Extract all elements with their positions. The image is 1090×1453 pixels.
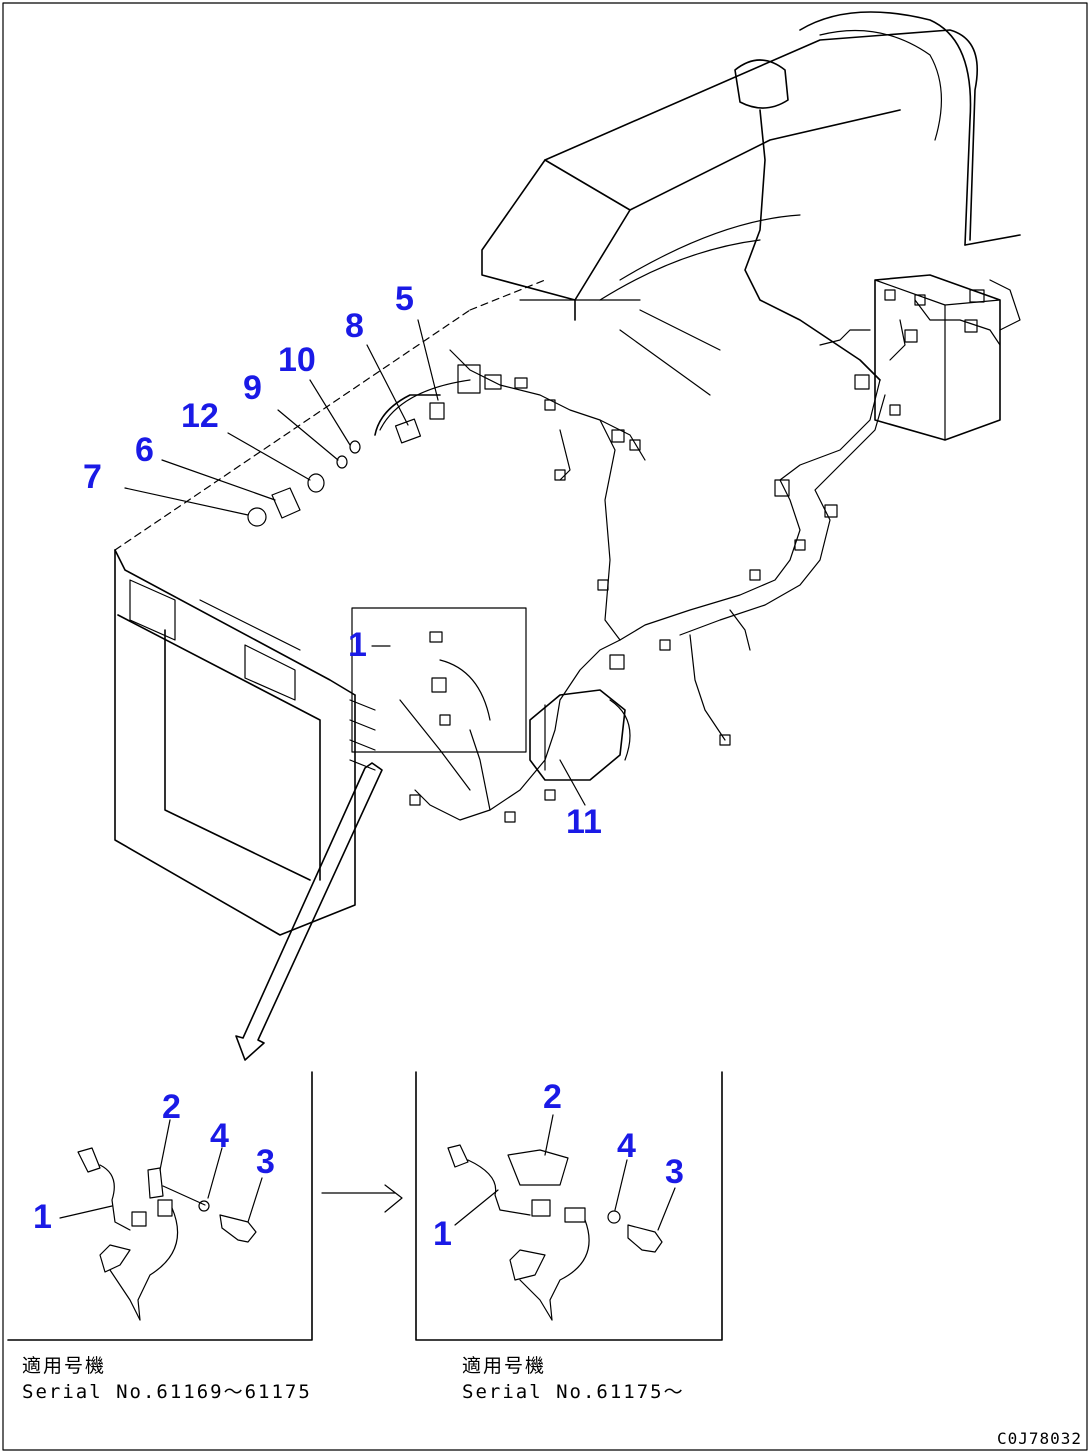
- right-callout-4: 4: [617, 1127, 636, 1165]
- left-inset-callouts: 2 4 3 1: [33, 1088, 275, 1236]
- right-inset: [415, 1071, 723, 1341]
- right-caption-jp: 適用号機: [462, 1355, 546, 1377]
- main-leader-lines: [124, 319, 586, 806]
- left-caption-serial: Serial No.61169～61175: [22, 1381, 312, 1403]
- callout-1: 1: [348, 626, 367, 664]
- harness-connectors: [409, 289, 985, 823]
- front-panel: [114, 549, 376, 936]
- left-callout-1: 1: [33, 1198, 52, 1236]
- right-inset-parts: [447, 1144, 663, 1321]
- detail-arrow: [235, 762, 383, 1061]
- right-caption-serial: Serial No.61175～: [462, 1381, 685, 1403]
- right-callout-1: 1: [433, 1215, 452, 1253]
- left-inset-parts: [77, 1147, 257, 1321]
- callout-12: 12: [181, 397, 219, 435]
- detail-box: [351, 607, 527, 753]
- callout-6: 6: [135, 431, 154, 469]
- left-callout-4: 4: [210, 1117, 229, 1155]
- callout-8: 8: [345, 307, 364, 345]
- callout-10: 10: [278, 341, 316, 379]
- callout-5: 5: [395, 280, 414, 318]
- left-caption-jp: 適用号機: [22, 1355, 106, 1377]
- callout-9: 9: [243, 369, 262, 407]
- right-inset-callouts: 2 4 3 1: [433, 1078, 684, 1253]
- wiring-harness: [379, 109, 1021, 821]
- callout-11: 11: [566, 803, 602, 841]
- callout-7: 7: [83, 458, 102, 496]
- starter-motor: [529, 689, 631, 781]
- small-parts: [247, 394, 445, 527]
- machine-body-outline: [114, 11, 1021, 551]
- main-callouts: 5 8 10 9 12 6 7 1 11: [83, 280, 602, 841]
- left-callout-3: 3: [256, 1143, 275, 1181]
- transition-arrow: [321, 1184, 403, 1213]
- left-callout-2: 2: [162, 1088, 181, 1126]
- right-callout-3: 3: [665, 1153, 684, 1191]
- left-inset: [7, 1071, 313, 1341]
- right-callout-2: 2: [543, 1078, 562, 1116]
- figure-code: C0J78032: [997, 1429, 1082, 1448]
